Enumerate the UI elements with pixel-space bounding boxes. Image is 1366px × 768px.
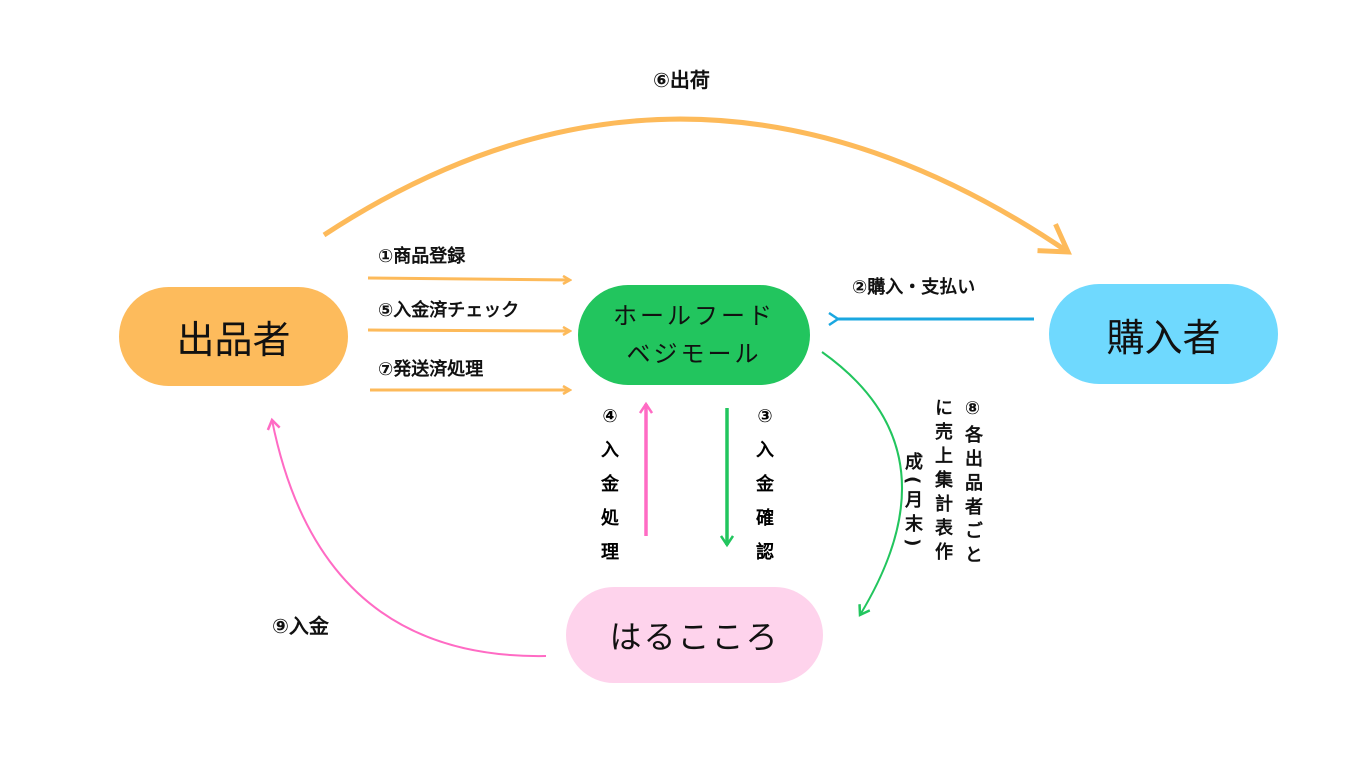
arrow-sales-report xyxy=(821,351,904,615)
arrow-payment-check xyxy=(367,330,570,331)
step-2-label: ②購入・支払い xyxy=(852,277,976,298)
node-buyer: 購入者 xyxy=(1049,284,1278,384)
mall-label-line2: ベジモール xyxy=(626,340,762,368)
buyer-label: 購入者 xyxy=(1106,315,1221,360)
step-1-label: ①商品登録 xyxy=(378,246,466,267)
char: 認 xyxy=(756,542,774,563)
node-harukokoro: はるこころ xyxy=(566,587,823,683)
char: 処 xyxy=(601,508,619,529)
step-9-label: ⑨入金 xyxy=(272,614,329,638)
char: 金 xyxy=(756,474,774,495)
step-4-label: ④ 入 金 処 理 xyxy=(596,400,624,570)
step-6-label: ⑥出荷 xyxy=(653,68,710,92)
step-5-label: ⑤入金済チェック xyxy=(378,300,520,321)
step-8-col1: ⑧各出品者ごと xyxy=(962,398,983,569)
char: 確 xyxy=(756,508,774,529)
char: 理 xyxy=(601,542,619,563)
char: 金 xyxy=(601,474,619,495)
seller-label: 出品者 xyxy=(176,318,291,362)
node-seller: 出品者 xyxy=(119,287,348,386)
step-8-col2: に売上集計表作 xyxy=(932,398,953,566)
arrow-shipping xyxy=(322,116,1072,255)
char: ③ xyxy=(757,406,773,427)
char: 入 xyxy=(601,440,619,461)
node-mall: ホールフード ベジモール xyxy=(578,285,810,385)
char: 入 xyxy=(756,440,774,461)
step-7-label: ⑦発送済処理 xyxy=(378,359,484,380)
arrow-product-registration xyxy=(367,278,570,280)
arrow-payout xyxy=(272,420,547,658)
harukokoro-label: はるこころ xyxy=(609,618,780,656)
char: ④ xyxy=(602,406,618,427)
step-8-col3: 成(月末) xyxy=(902,452,923,553)
mall-label-line1: ホールフード xyxy=(613,302,775,330)
step-3-label: ③ 入 金 確 認 xyxy=(751,400,779,570)
